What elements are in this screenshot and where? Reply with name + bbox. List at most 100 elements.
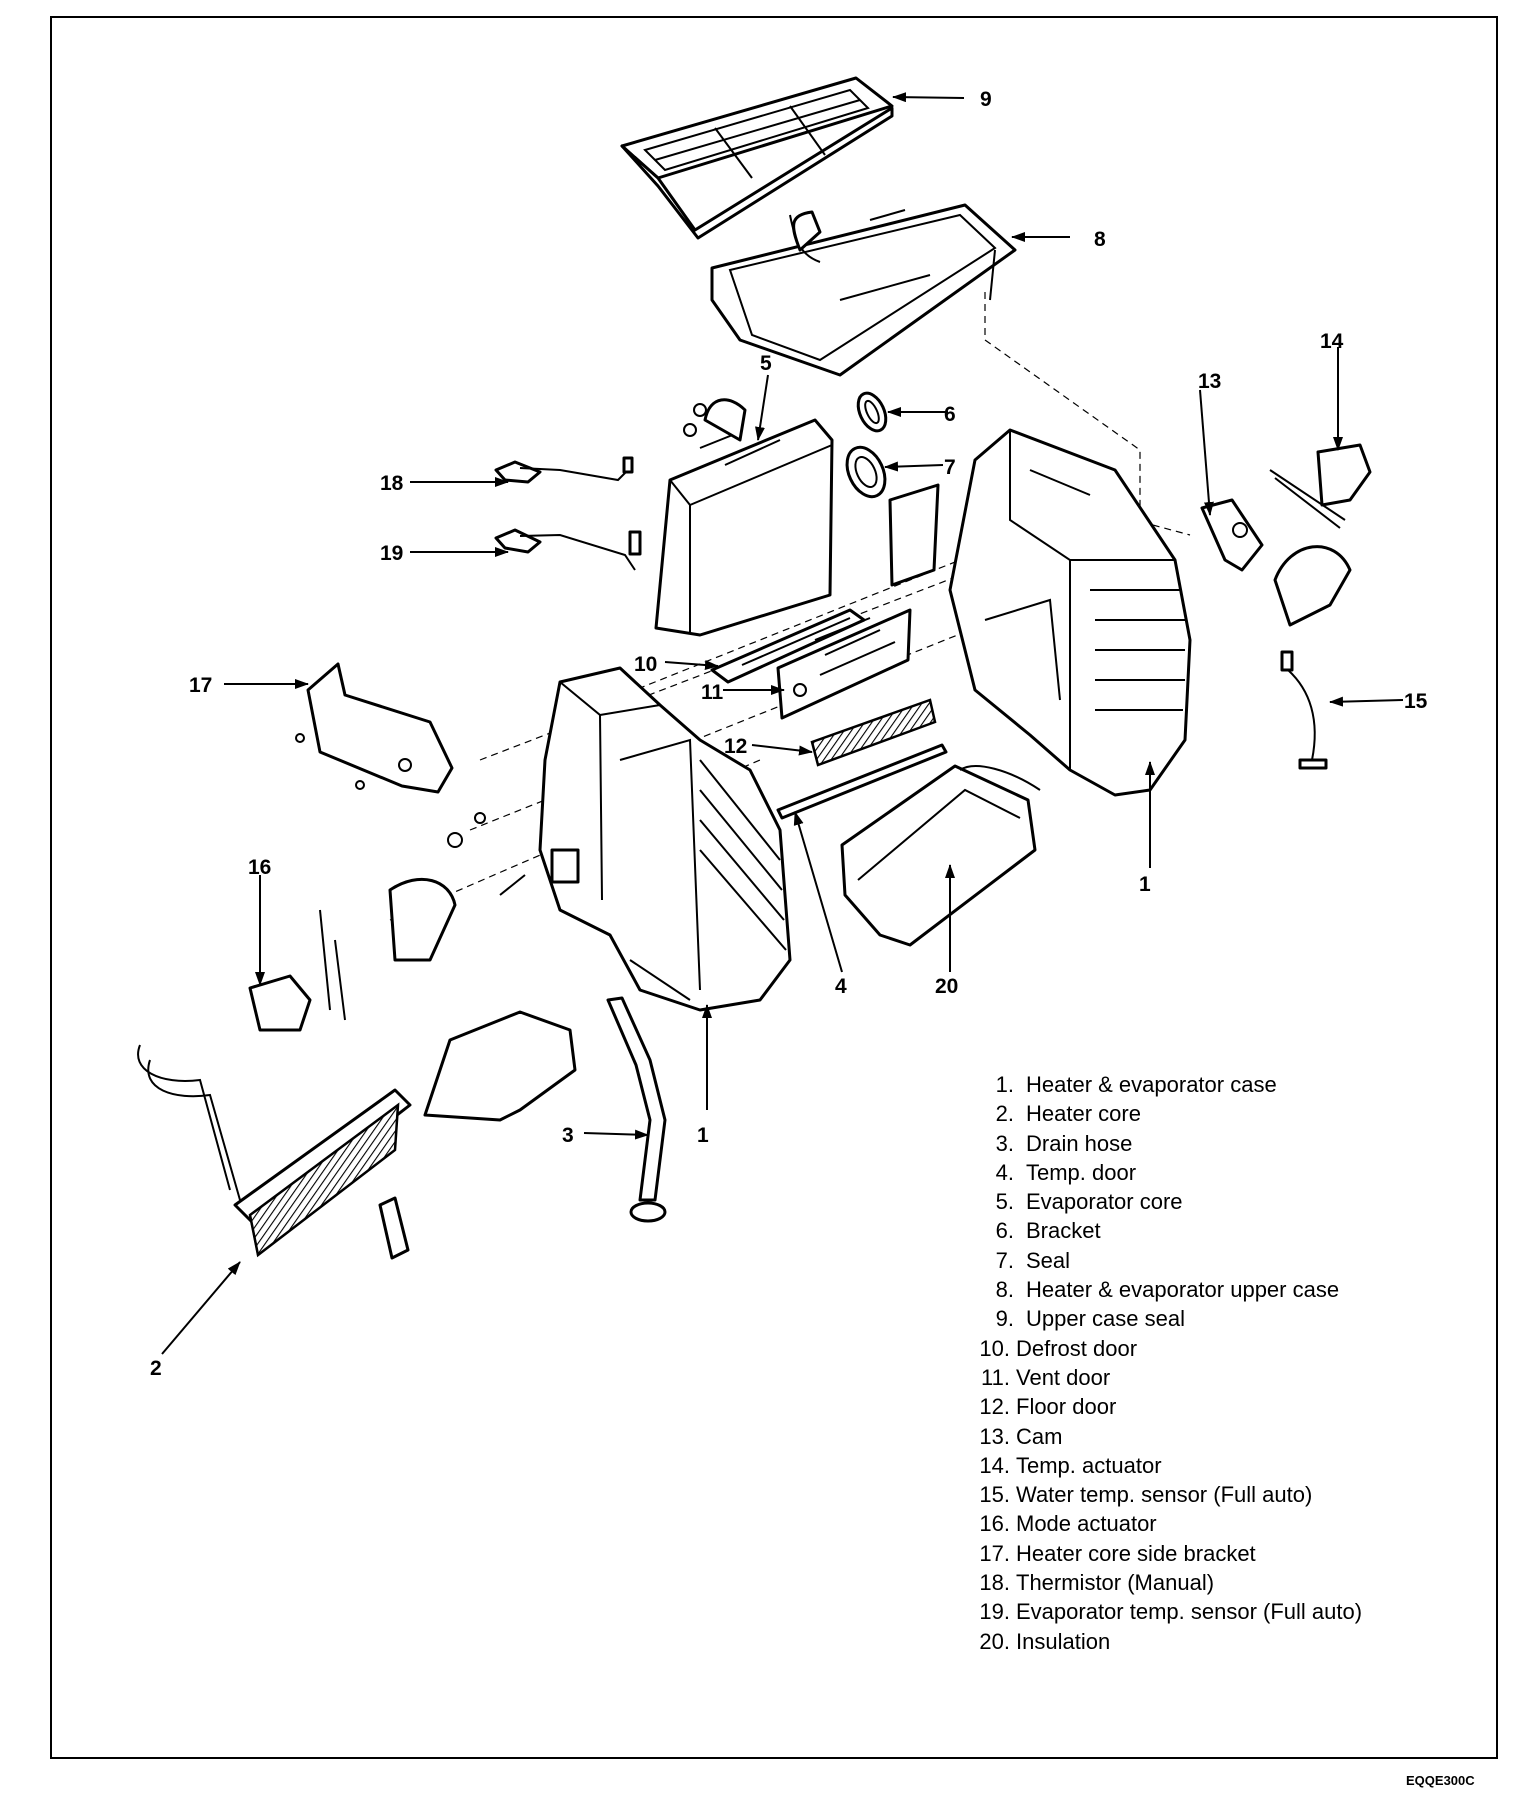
- legend-item: 12.Floor door: [966, 1392, 1362, 1421]
- callout-6: 6: [944, 403, 956, 426]
- callout-9: 9: [980, 88, 992, 111]
- cam-part: [1200, 498, 1264, 572]
- legend-label: Drain hose: [1026, 1130, 1133, 1156]
- legend-label: Water temp. sensor (Full auto): [1016, 1482, 1313, 1508]
- legend-number: 15.: [979, 1482, 1010, 1508]
- legend-item: 20.Insulation: [966, 1627, 1362, 1656]
- floor-door-part: [810, 698, 937, 767]
- legend-number: 9.: [995, 1306, 1014, 1332]
- legend-number: 20.: [979, 1628, 1010, 1654]
- heater-core-part: [137, 1044, 412, 1260]
- legend-item: 13.Cam: [966, 1422, 1362, 1451]
- callout-14: 14: [1320, 330, 1344, 353]
- legend-number: 2.: [995, 1101, 1014, 1127]
- legend-item: 19.Evaporator temp. sensor (Full auto): [966, 1597, 1362, 1626]
- legend-item: 8. Heater & evaporator upper case: [966, 1275, 1362, 1304]
- right-case-half-part: [948, 428, 1192, 797]
- legend-item: 6. Bracket: [966, 1216, 1362, 1245]
- temp-actuator-part: [1269, 443, 1372, 627]
- upper-case-part: [710, 203, 1017, 377]
- callout-18: 18: [380, 472, 404, 495]
- callout-2: 2: [150, 1357, 162, 1380]
- legend-number: 17.: [979, 1540, 1010, 1566]
- legend-item: 3. Drain hose: [966, 1129, 1362, 1158]
- legend-label: Temp. door: [1026, 1159, 1137, 1185]
- legend-number: 13.: [979, 1423, 1010, 1449]
- legend-item: 7.Seal: [966, 1246, 1362, 1275]
- legend-number: 6.: [995, 1218, 1014, 1244]
- legend-item: 18.Thermistor (Manual): [966, 1568, 1362, 1597]
- legend-item: 9. Upper case seal: [966, 1304, 1362, 1333]
- temp-door-part: [776, 743, 948, 820]
- diagram-frame: [50, 16, 1498, 1759]
- water-temp-sensor-part: [1280, 650, 1328, 770]
- left-case-half-part: [538, 666, 792, 1012]
- legend-item: 14.Temp. actuator: [966, 1451, 1362, 1480]
- figure-code: EQQE300C: [1406, 1773, 1475, 1788]
- legend-number: 3.: [995, 1130, 1014, 1156]
- legend-number: 18.: [979, 1570, 1010, 1596]
- legend-item: 15.Water temp. sensor (Full auto): [966, 1480, 1362, 1509]
- callout-17: 17: [189, 674, 212, 697]
- legend-number: 8.: [995, 1277, 1014, 1303]
- callout-10: 10: [634, 653, 657, 676]
- evaporator-core-part: [654, 398, 834, 637]
- callout-1: 1: [697, 1124, 709, 1147]
- evaporator-temp-sensor-part: [494, 528, 642, 571]
- legend-label: Heater & evaporator upper case: [1026, 1277, 1340, 1303]
- legend-label: Upper case seal: [1026, 1306, 1185, 1332]
- legend-number: 7.: [995, 1247, 1014, 1273]
- legend-number: 14.: [979, 1452, 1010, 1478]
- legend-item: 16.Mode actuator: [966, 1509, 1362, 1538]
- vent-door-part: [776, 608, 912, 720]
- callout-20: 20: [935, 975, 958, 998]
- upper-case-seal-part: [620, 76, 894, 240]
- mode-actuator-part: [248, 812, 526, 1032]
- legend-label: Bracket: [1026, 1218, 1101, 1244]
- seal-part: [845, 445, 940, 587]
- legend-item: 11.Vent door: [966, 1363, 1362, 1392]
- legend-label: Insulation: [1016, 1628, 1111, 1654]
- legend-label: Defrost door: [1016, 1335, 1138, 1361]
- callout-4: 4: [835, 975, 847, 998]
- legend-number: 4.: [995, 1159, 1014, 1185]
- callout-3: 3: [562, 1124, 574, 1147]
- legend-label: Evaporator temp. sensor (Full auto): [1016, 1599, 1363, 1625]
- legend-label: Heater & evaporator case: [1026, 1072, 1277, 1097]
- legend-number: 12.: [979, 1394, 1010, 1420]
- duct-part: [423, 1010, 577, 1122]
- callout-12: 12: [724, 735, 747, 758]
- callout-15: 15: [1404, 690, 1428, 713]
- legend-number: 16.: [979, 1511, 1010, 1537]
- legend-item: 4. Temp. door: [966, 1158, 1362, 1187]
- callout-19: 19: [380, 542, 403, 565]
- legend-label: Thermistor (Manual): [1016, 1570, 1215, 1596]
- insulation-part: [840, 764, 1041, 947]
- legend-label: Heater core side bracket: [1016, 1540, 1256, 1566]
- callout-5: 5: [760, 352, 772, 375]
- legend-label: Evaporator core: [1026, 1189, 1183, 1215]
- leader-lines: [161, 92, 1404, 1355]
- thermistor-part: [494, 456, 634, 484]
- legend-number: 10.: [979, 1335, 1010, 1361]
- drain-hose-part: [606, 996, 667, 1223]
- legend-label: Temp. actuator: [1016, 1452, 1162, 1478]
- callout-16: 16: [248, 856, 271, 879]
- heater-core-side-bracket-part: [295, 662, 454, 794]
- bracket-part: [856, 391, 888, 433]
- callout-1: 1: [1139, 873, 1151, 896]
- legend-item: 10.Defrost door: [966, 1334, 1362, 1363]
- legend-label: Vent door: [1016, 1364, 1111, 1390]
- legend-number: 19.: [979, 1599, 1010, 1625]
- legend-number: 5.: [995, 1189, 1014, 1215]
- legend-label: Mode actuator: [1016, 1511, 1157, 1537]
- legend-item: 5. Evaporator core: [966, 1187, 1362, 1216]
- legend-number: 11.: [981, 1364, 1010, 1390]
- legend-number: 1.: [995, 1072, 1014, 1097]
- legend-item: 1. Heater & evaporator case: [966, 1070, 1362, 1099]
- callout-13: 13: [1198, 370, 1221, 393]
- callout-7: 7: [944, 456, 956, 479]
- legend-item: 2.Heater core: [966, 1099, 1362, 1128]
